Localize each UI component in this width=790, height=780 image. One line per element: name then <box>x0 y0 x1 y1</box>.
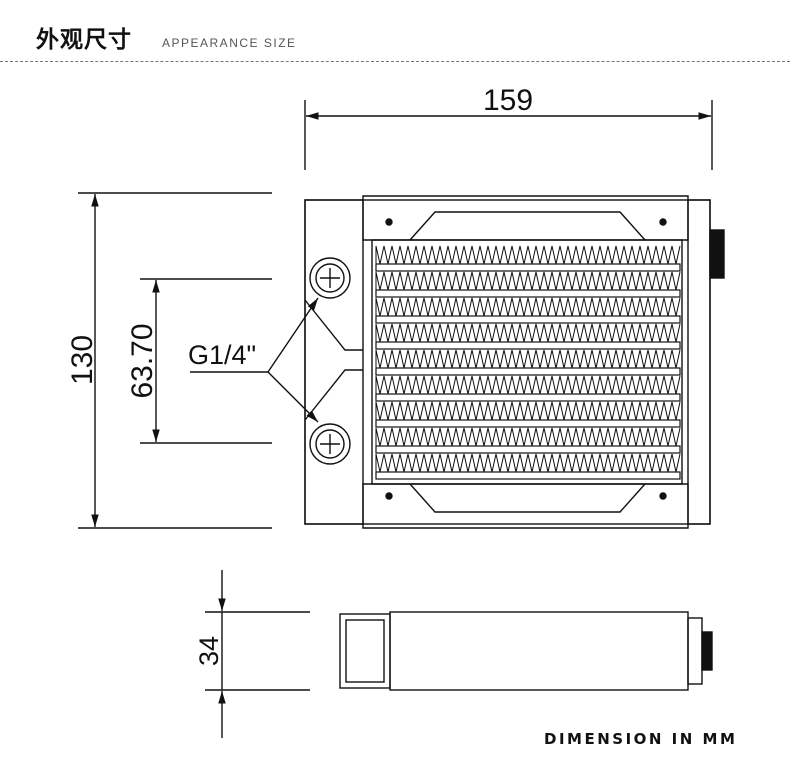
screw-hole-br <box>659 492 667 500</box>
fin-tube <box>375 315 681 324</box>
side-tank-right <box>687 617 703 685</box>
side-core <box>389 611 689 691</box>
fin-tube <box>375 263 681 272</box>
fin-row <box>375 323 681 343</box>
fin-row <box>375 245 681 265</box>
fin-tube <box>375 341 681 350</box>
unit-note: DIMENSION IN MM <box>544 730 738 748</box>
port-spacing-dimension <box>140 278 272 444</box>
width-label: 159 <box>483 84 533 117</box>
fin-row <box>375 297 681 317</box>
header-divider <box>0 61 790 62</box>
section-subtitle: APPEARANCE SIZE <box>162 36 297 50</box>
bottom-fin-shroud <box>409 483 646 513</box>
fin-tube <box>375 471 681 480</box>
fin-rows <box>375 245 681 480</box>
height-dimension <box>78 192 272 529</box>
inlet-port-inner <box>315 263 345 293</box>
side-fill-plug <box>701 631 713 671</box>
fin-tube <box>375 367 681 376</box>
page-header: 外观尺寸 APPEARANCE SIZE <box>0 0 790 62</box>
screw-hole-tl <box>385 218 393 226</box>
section-title: 外观尺寸 <box>36 27 132 53</box>
outlet-port-outer <box>309 423 351 465</box>
thickness-label: 34 <box>194 636 224 666</box>
fin-tube <box>375 445 681 454</box>
end-tank-left <box>304 199 364 525</box>
thread-label: G1/4" <box>188 340 256 370</box>
fin-row <box>375 349 681 369</box>
screw-hole-bl <box>385 492 393 500</box>
outlet-port-inner <box>315 429 345 459</box>
radiator-front-view <box>304 195 725 529</box>
fin-row <box>375 427 681 447</box>
baffle-lines <box>304 299 363 421</box>
fin-row <box>375 375 681 395</box>
width-dimension <box>304 100 713 170</box>
height-label: 130 <box>66 335 99 385</box>
fin-row <box>375 271 681 291</box>
fin-tube <box>375 289 681 298</box>
end-tank-right <box>687 199 711 525</box>
thickness-dimension <box>205 570 310 738</box>
radiator-side-view <box>339 611 713 691</box>
inlet-port-outer <box>309 257 351 299</box>
fin-row <box>375 401 681 421</box>
top-fin-shroud <box>409 211 646 241</box>
port-spacing-label: 63.70 <box>126 323 159 398</box>
fin-row <box>375 453 681 473</box>
radiator-body <box>304 199 711 525</box>
fin-tube <box>375 419 681 428</box>
screw-hole-tr <box>659 218 667 226</box>
fill-plug <box>709 229 725 279</box>
side-tank-left <box>339 613 391 689</box>
fin-panel <box>371 239 683 485</box>
fin-tube <box>375 393 681 402</box>
